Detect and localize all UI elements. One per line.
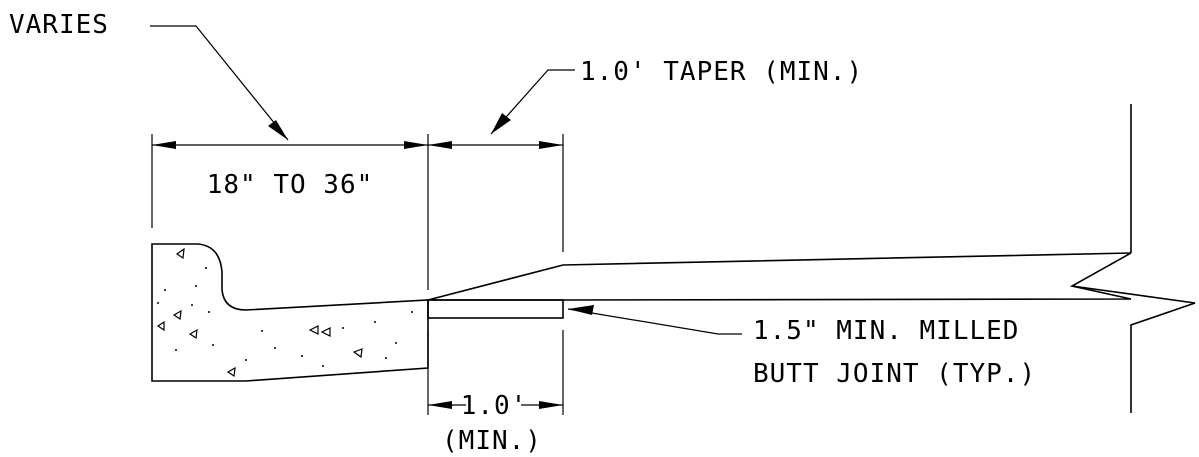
concrete-aggregate-marks [156, 247, 363, 378]
dimension-curb-width: 18" TO 36" [151, 134, 429, 290]
leader-milled-butt-joint: 1.5" MIN. MILLED BUTT JOINT (TYP.) [567, 305, 1036, 389]
label-milled-line1: 1.5" MIN. MILLED [753, 316, 1019, 346]
label-milled-width-min: (MIN.) [442, 426, 542, 456]
label-varies: VARIES [9, 10, 109, 40]
dimension-taper: 1.0' TAPER (MIN.) [428, 57, 863, 252]
dimension-milled-width: 1.0' (MIN.) [427, 330, 564, 456]
concrete-curb [151, 243, 429, 382]
concrete-stipple [157, 267, 413, 367]
pavement-overlay [427, 104, 1196, 413]
label-milled-width: 1.0' [461, 391, 528, 421]
label-milled-line2: BUTT JOINT (TYP.) [753, 359, 1036, 389]
label-taper: 1.0' TAPER (MIN.) [580, 57, 863, 87]
label-curb-width-range: 18" TO 36" [207, 170, 374, 200]
leader-varies: VARIES [9, 10, 289, 141]
